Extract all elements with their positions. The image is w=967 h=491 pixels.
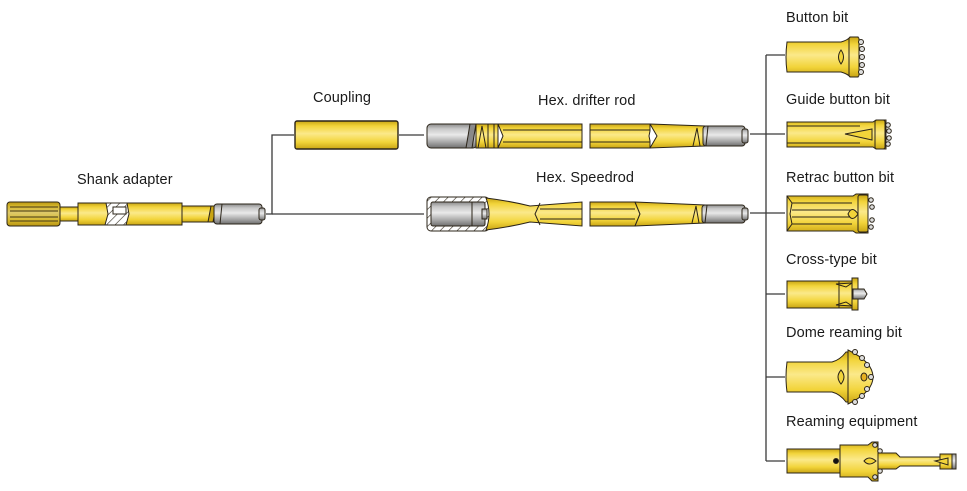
connector-shank-to-branches [266,134,294,215]
label-cross-type-bit: Cross-type bit [786,252,877,268]
label-guide-button-bit: Guide button bit [786,92,890,108]
reaming-equipment-illustration [786,441,957,482]
label-shank-adapter: Shank adapter [77,172,173,188]
retrac-button-bit-illustration [786,193,875,234]
label-hex-speedrod: Hex. Speedrod [536,170,635,186]
hex-drifter-rod-illustration [426,123,749,149]
dome-reaming-bit-illustration [785,349,874,405]
label-dome-reaming-bit: Dome reaming bit [786,325,903,341]
button-bit-illustration [785,36,865,78]
shank-adapter-illustration [6,201,266,227]
hex-speedrod-illustration [426,196,749,232]
connector-lines [266,54,785,462]
cross-type-bit-illustration [786,277,868,311]
label-button-bit: Button bit [786,10,849,26]
label-hex-drifter-rod: Hex. drifter rod [538,93,636,109]
guide-button-bit-illustration [786,119,892,150]
coupling-illustration [294,120,399,150]
label-retrac-button-bit: Retrac button bit [786,170,895,186]
label-coupling: Coupling [313,90,372,106]
label-reaming-equipment: Reaming equipment [786,414,918,430]
